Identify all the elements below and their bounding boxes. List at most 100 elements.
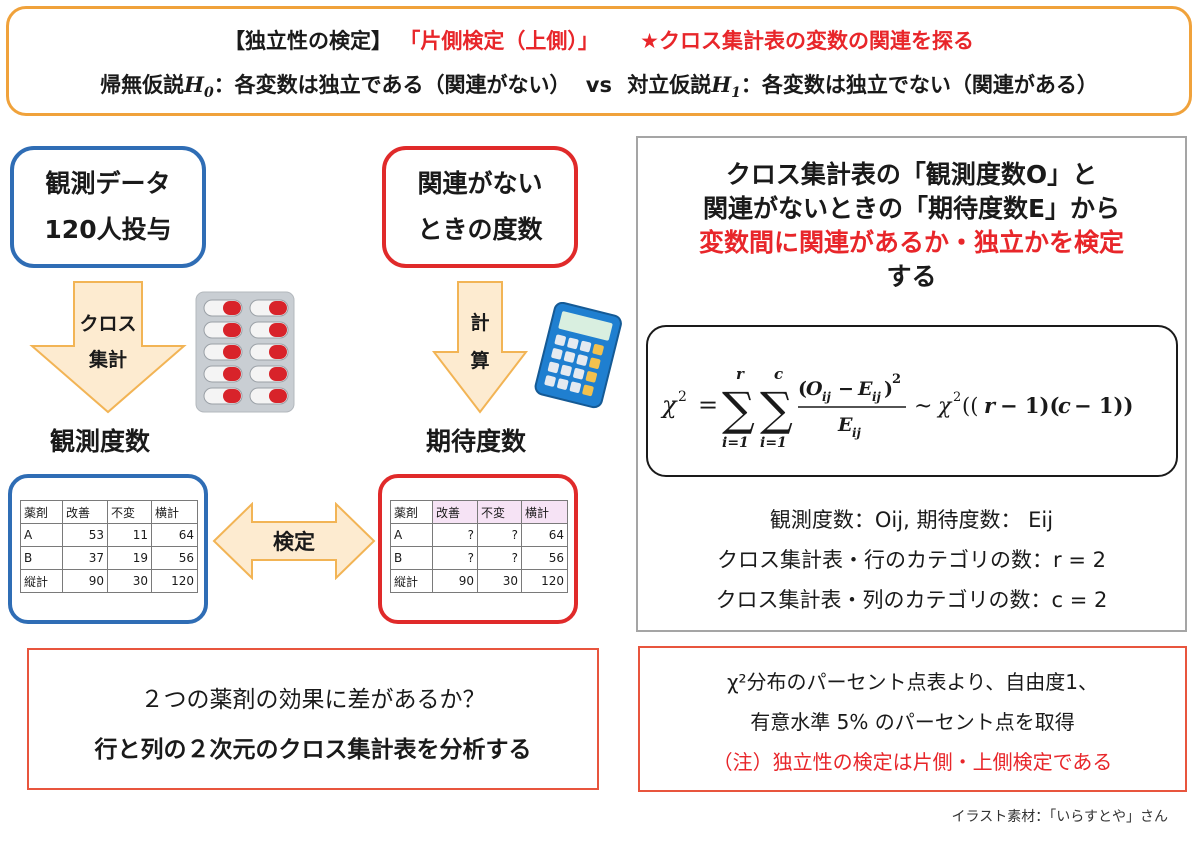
table-cell: B (390, 546, 433, 570)
svg-text:~: ~ (914, 394, 932, 419)
svg-text:χ: χ (936, 394, 953, 419)
chi-square-formula-box: χ 2 = ∑ r i=1 ∑ c i=1 ( O ij − E ij ) 2 … (646, 325, 1178, 477)
svg-text:i=1: i=1 (760, 435, 787, 451)
svg-text:c: c (774, 365, 783, 383)
h1-label: 対立仮説 (627, 73, 712, 97)
table-header-cell: 横計 (521, 500, 568, 524)
question-text: ２つの薬剤の効果に差があるか？ (140, 687, 486, 713)
table-cell: 53 (62, 523, 108, 547)
observed-freq-title: 観測度数 (50, 427, 151, 456)
test-label: 検定 (273, 530, 315, 554)
table-cell: 19 (107, 546, 152, 570)
table-header-row: 薬剤 改善 不変 横計 (20, 500, 198, 524)
table-cell: 120 (521, 569, 568, 593)
table-row: B 37 19 56 (20, 546, 198, 570)
percentile-line-1: χ²分布のパーセント点表より、自由度1、 (726, 670, 1099, 694)
table-header-cell: 薬剤 (390, 500, 433, 524)
table-cell: 120 (151, 569, 198, 593)
calc-label-1: 計 (470, 312, 490, 334)
cross-tab-label-2: 集計 (88, 349, 127, 371)
table-cell: B (20, 546, 63, 570)
illustration-credit: イラスト素材：「いらすとや」さん (951, 809, 1168, 825)
table-cell: ? (432, 546, 478, 570)
svg-text:O: O (806, 378, 823, 400)
no-association-box: 関連がない ときの度数 (382, 146, 578, 268)
svg-text:E: E (837, 414, 853, 436)
header-title: 【独立性の検定】 「片側検定（上側）」 ★クロス集計表の変数の関連を探る (9, 25, 1189, 55)
hypotheses: 帰無仮説H0：各変数は独立である（関連がない） vs 対立仮説H1：各変数は独立… (9, 69, 1189, 101)
table-cell: 縦計 (20, 569, 63, 593)
observed-table: 薬剤 改善 不変 横計 A 53 11 64 B 37 19 56 縦計 90 … (20, 500, 198, 593)
svg-text:=: = (698, 391, 718, 419)
explanation-line-3: 変数間に関連があるか・独立かを検定 (698, 228, 1124, 257)
table-cell: 64 (521, 523, 568, 547)
table-header-cell: 改善 (62, 500, 108, 524)
table-cell: A (390, 523, 433, 547)
def-cols: クロス集計表・列のカテゴリの数：c = 2 (715, 588, 1108, 612)
table-cell: 37 (62, 546, 108, 570)
observed-data-box: 観測データ 120人投与 (10, 146, 206, 268)
explanation-line-1: クロス集計表の「観測度数O」と (725, 160, 1098, 189)
question-box: ２つの薬剤の効果に差があるか？ 行と列の２次元のクロス集計表を分析する (27, 648, 599, 790)
header-title-onesided: 「片側検定（上側）」 (399, 29, 599, 53)
table-cell: 30 (107, 569, 152, 593)
percentile-note: （注）独立性の検定は片側・上側検定である (712, 750, 1113, 774)
svg-text:r: r (984, 393, 997, 418)
table-header-row: 薬剤 改善 不変 横計 (390, 500, 568, 524)
table-row: 縦計 90 30 120 (20, 569, 198, 593)
observed-data-label: 観測データ (45, 169, 171, 198)
explanation-line-2: 関連がないときの「期待度数E」から (702, 194, 1121, 223)
table-row: 縦計 90 30 120 (390, 569, 568, 593)
h0-text: ：各変数は独立である（関連がない） (213, 73, 571, 97)
h1-text: ：各変数は独立でない（関連がある） (740, 73, 1098, 97)
table-header-cell: 改善 (432, 500, 478, 524)
table-cell: 縦計 (390, 569, 433, 593)
observed-table-box: 薬剤 改善 不変 横計 A 53 11 64 B 37 19 56 縦計 90 … (8, 474, 208, 624)
svg-text:ij: ij (822, 390, 832, 404)
def-rows: クロス集計表・行のカテゴリの数：r = 2 (717, 548, 1106, 572)
table-header-cell: 不変 (477, 500, 522, 524)
pill-pack-icon (195, 291, 295, 413)
header-title-purpose: ★クロス集計表の変数の関連を探る (640, 29, 974, 53)
table-row: B ? ? 56 (390, 546, 568, 570)
calc-label-2: 算 (470, 350, 490, 372)
symbol-definitions: 観測度数：Oij, 期待度数： Eij クロス集計表・行のカテゴリの数：r = … (638, 500, 1185, 620)
header-title-main: 【独立性の検定】 (224, 29, 393, 53)
calc-label: 計 算 (450, 304, 510, 380)
chi-square-formula: χ 2 = ∑ r i=1 ∑ c i=1 ( O ij − E ij ) 2 … (660, 365, 1133, 451)
observed-data-count: 120人投与 (44, 215, 172, 244)
svg-text:2: 2 (953, 390, 961, 405)
expected-freq-title: 期待度数 (426, 427, 527, 456)
expected-table: 薬剤 改善 不変 横計 A ? ? 64 B ? ? 56 縦計 90 30 1… (390, 500, 568, 593)
svg-text:r: r (736, 365, 745, 383)
table-cell: ? (432, 523, 478, 547)
def-observed-expected: 観測度数：Oij, 期待度数： Eij (769, 508, 1054, 532)
svg-text:(: ( (798, 378, 807, 400)
svg-text:c: c (1058, 393, 1071, 418)
svg-text:−: − (838, 378, 854, 400)
cross-tab-label: クロス 集計 (68, 306, 148, 378)
table-cell: 90 (62, 569, 108, 593)
svg-text:): ) (884, 378, 893, 400)
table-cell: 30 (477, 569, 522, 593)
analysis-text: 行と列の２次元のクロス集計表を分析する (94, 737, 532, 763)
explanation-panel: クロス集計表の「観測度数O」と 関連がないときの「期待度数E」から 変数間に関連… (636, 136, 1187, 632)
table-cell: A (20, 523, 63, 547)
svg-text:∑: ∑ (760, 382, 793, 436)
svg-text:ij: ij (872, 390, 882, 404)
svg-text:∑: ∑ (722, 382, 755, 436)
no-association-label: 関連がない (417, 169, 543, 198)
percentile-line-2: 有意水準 5% のパーセント点を取得 (750, 710, 1075, 734)
table-cell: 56 (521, 546, 568, 570)
percentile-note-box: χ²分布のパーセント点表より、自由度1、 有意水準 5% のパーセント点を取得 … (638, 646, 1187, 792)
explanation-line-4: する (886, 262, 937, 291)
table-header-cell: 薬剤 (20, 500, 63, 524)
table-cell: ? (477, 546, 522, 570)
svg-text:i=1: i=1 (722, 435, 749, 451)
table-header-cell: 不変 (107, 500, 152, 524)
table-cell: 64 (151, 523, 198, 547)
table-row: A 53 11 64 (20, 523, 198, 547)
table-cell: 56 (151, 546, 198, 570)
h0-symbol: H0 (184, 72, 214, 102)
header-box: 【独立性の検定】 「片側検定（上側）」 ★クロス集計表の変数の関連を探る 帰無仮… (6, 6, 1192, 116)
